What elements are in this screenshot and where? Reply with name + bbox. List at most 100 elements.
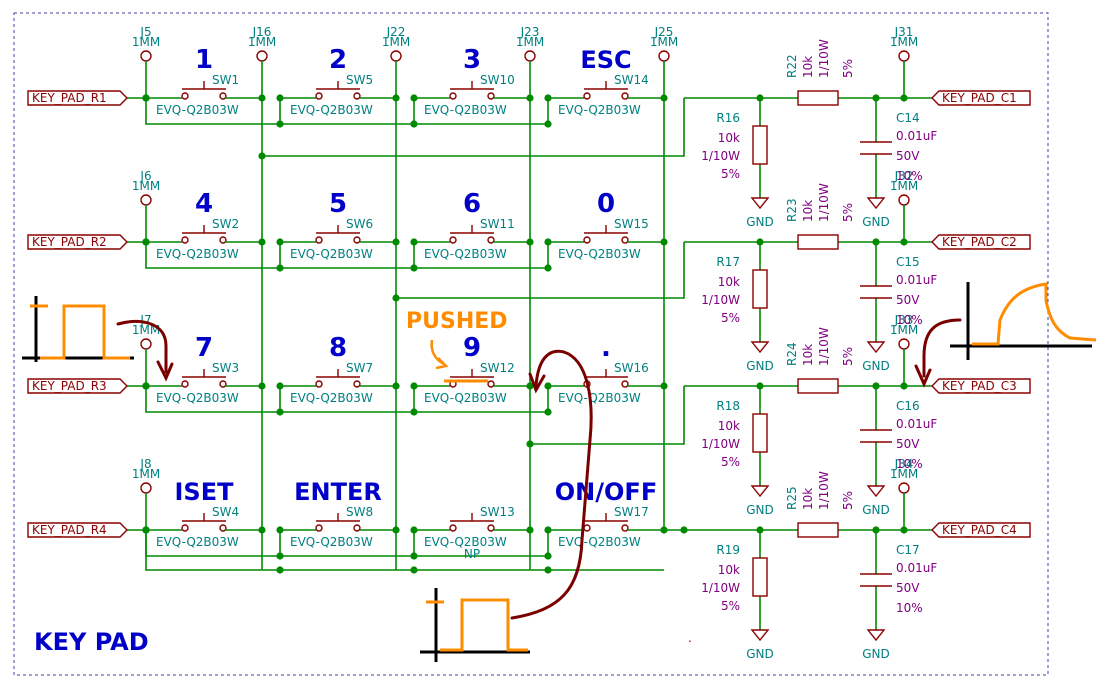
switch-actuator bbox=[584, 513, 628, 522]
testpoint-ref: J8 bbox=[139, 457, 151, 471]
ground-symbol bbox=[750, 629, 770, 642]
switch-contact bbox=[487, 380, 495, 388]
switch-contact bbox=[449, 236, 457, 244]
capacitor-tolerance: 10% bbox=[896, 169, 923, 183]
ground-symbol bbox=[866, 485, 886, 498]
switch-part: EVQ-Q2B03W bbox=[156, 391, 239, 405]
switch-ref: SW14 bbox=[614, 73, 649, 87]
switch-part: EVQ-Q2B03W bbox=[558, 247, 641, 261]
resistor-ref: R17 bbox=[716, 255, 740, 269]
switch-ref: SW16 bbox=[614, 361, 649, 375]
switch-contact bbox=[315, 92, 323, 100]
switch-ref: SW5 bbox=[346, 73, 373, 87]
resistor-power: 1/10W bbox=[817, 183, 831, 222]
resistor-r24 bbox=[797, 378, 839, 394]
switch-contact bbox=[621, 380, 629, 388]
resistor-power: 1/10W bbox=[701, 293, 740, 307]
resistor-r19 bbox=[752, 557, 768, 597]
resistor-r17 bbox=[752, 269, 768, 309]
switch-part: EVQ-Q2B03W bbox=[290, 103, 373, 117]
junction-dot bbox=[276, 120, 284, 128]
junction-dot bbox=[756, 238, 764, 246]
switch-ref: SW13 bbox=[480, 505, 515, 519]
switch-contact bbox=[315, 524, 323, 532]
testpoint-value: 1MM bbox=[248, 35, 276, 49]
junction-dot bbox=[544, 408, 552, 416]
testpoint-value: 1MM bbox=[890, 179, 918, 193]
junction-dot bbox=[392, 294, 400, 302]
junction-dot bbox=[900, 94, 908, 102]
resistor-r25 bbox=[797, 522, 839, 538]
resistor-value: 10k bbox=[801, 488, 815, 510]
junction-dot bbox=[410, 566, 418, 574]
ground-label: GND bbox=[746, 503, 774, 517]
switch-contact bbox=[219, 380, 227, 388]
row-pulse-waveform bbox=[22, 296, 174, 382]
switch-part: EVQ-Q2B03W bbox=[156, 103, 239, 117]
ground-symbol bbox=[866, 629, 886, 642]
testpoint-ring bbox=[256, 50, 268, 62]
column-port-3: KEY_PAD_C3 bbox=[931, 378, 1031, 394]
resistor-ref: R25 bbox=[785, 486, 799, 510]
switches: J51MMJ61MMJ71MMJ81MMJ161MMJ221MMJ231MMJ2… bbox=[132, 25, 918, 561]
testpoint-value: 1MM bbox=[132, 467, 160, 481]
resistor-ref: R16 bbox=[716, 111, 740, 125]
column-tap bbox=[262, 98, 685, 157]
testpoint-ref: J33 bbox=[894, 313, 914, 327]
resistor-power: 1/10W bbox=[701, 149, 740, 163]
testpoint-ring bbox=[524, 50, 536, 62]
switch-contact bbox=[315, 236, 323, 244]
column-port-label: KEY_PAD_C4 bbox=[942, 523, 1017, 537]
resistor-tolerance: 5% bbox=[841, 203, 855, 222]
switch-contact bbox=[449, 524, 457, 532]
key-label-2: 2 bbox=[329, 45, 347, 75]
switch-ref: SW1 bbox=[212, 73, 239, 87]
capacitor-ref: C16 bbox=[896, 399, 920, 413]
key-label-3: 3 bbox=[463, 45, 481, 75]
row-port-label: KEY_PAD_R1 bbox=[32, 91, 107, 105]
switch-contact bbox=[219, 92, 227, 100]
switch-part: EVQ-Q2B03W bbox=[424, 247, 507, 261]
capacitor-value: 0.01uF bbox=[896, 417, 937, 431]
resistor-tolerance: 5% bbox=[841, 491, 855, 510]
switch-part: EVQ-Q2B03W bbox=[558, 391, 641, 405]
key-label-5: 4 bbox=[195, 189, 213, 219]
sheet-border bbox=[13, 12, 1049, 676]
ground-symbol bbox=[750, 341, 770, 354]
switch-contact bbox=[353, 92, 361, 100]
switch-contact bbox=[181, 380, 189, 388]
capacitor-tolerance: 10% bbox=[896, 457, 923, 471]
switch-actuator bbox=[450, 225, 494, 234]
resistor-power: 1/10W bbox=[701, 581, 740, 595]
junction-dot bbox=[276, 408, 284, 416]
key-label-16: ON/OFF bbox=[555, 478, 657, 506]
resistor-tolerance: 5% bbox=[721, 599, 740, 613]
bottom-bus bbox=[145, 530, 664, 571]
junction-dot bbox=[410, 120, 418, 128]
row-port-1: KEY_PAD_R1 bbox=[27, 90, 128, 106]
switch-contact bbox=[353, 380, 361, 388]
switch-actuator bbox=[316, 81, 360, 90]
capacitor-voltage: 50V bbox=[896, 437, 920, 451]
capacitor-voltage: 50V bbox=[896, 293, 920, 307]
capacitor-value: 0.01uF bbox=[896, 561, 937, 575]
resistor-power: 1/10W bbox=[817, 327, 831, 366]
port-outline bbox=[27, 90, 128, 106]
junction-dot bbox=[900, 526, 908, 534]
row-port-label: KEY_PAD_R4 bbox=[32, 523, 107, 537]
junction-dot bbox=[276, 566, 284, 574]
column-tap bbox=[530, 386, 685, 445]
pushed-annotation: PUSHED bbox=[406, 309, 508, 383]
key-label-4: ESC bbox=[580, 46, 631, 74]
switch-contact bbox=[621, 236, 629, 244]
column-port-label: KEY_PAD_C3 bbox=[942, 379, 1017, 393]
column-response-waveform bbox=[914, 282, 1097, 388]
switch-part: EVQ-Q2B03W bbox=[424, 391, 507, 405]
junction-dot bbox=[756, 382, 764, 390]
resistor-r18 bbox=[752, 413, 768, 453]
